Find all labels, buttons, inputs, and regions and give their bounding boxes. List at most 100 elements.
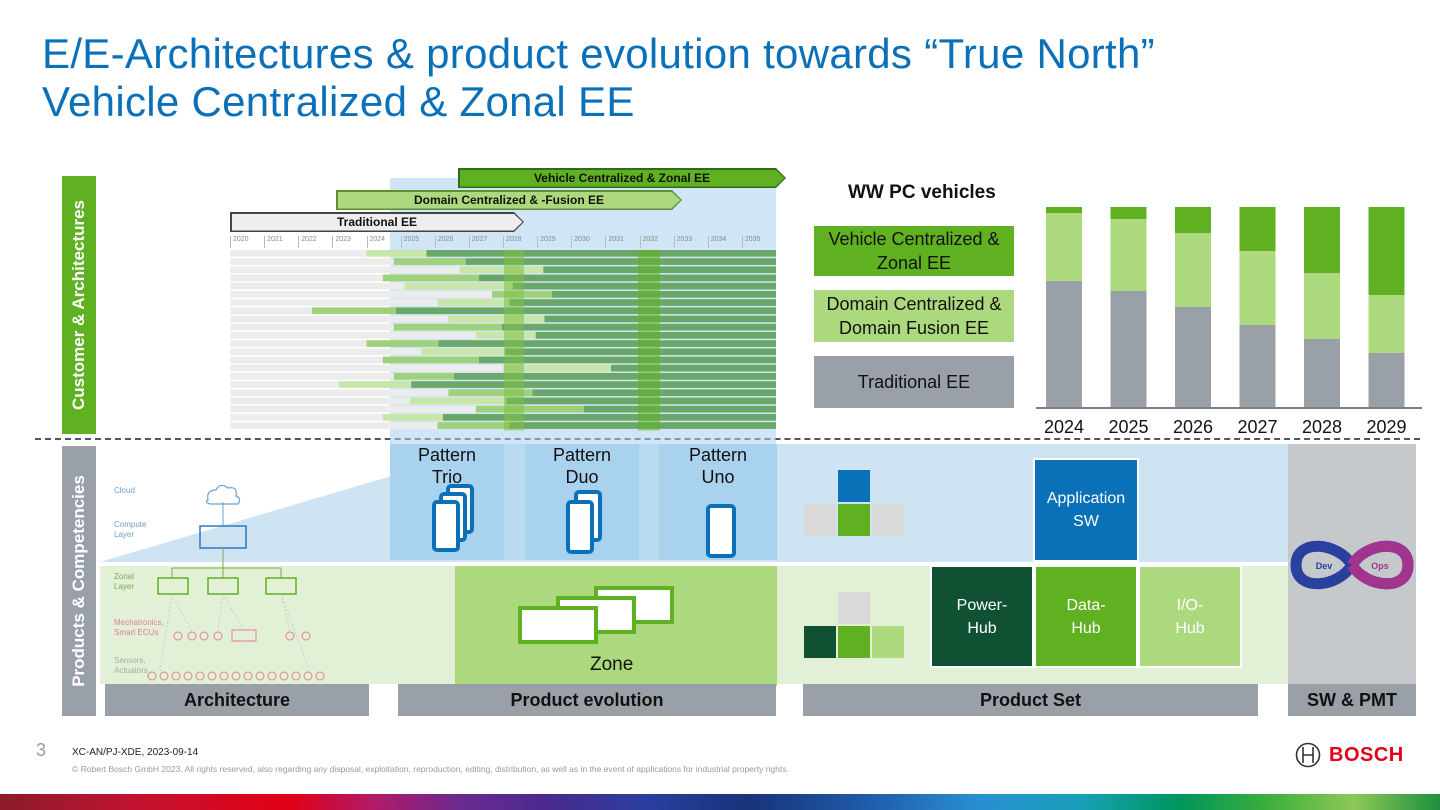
arch-compute-label: Compute Layer — [114, 520, 147, 539]
devops-dev-text: Dev — [1316, 561, 1333, 571]
phase-vehicle-label: Vehicle Centralized & Zonal EE — [533, 171, 711, 185]
bar-segment-traditional — [1110, 291, 1147, 407]
bar-segment-domain — [1046, 213, 1082, 281]
pattern-duo-line2: Duo — [565, 467, 599, 487]
phase-traditional-arrow: Traditional EE — [230, 212, 524, 232]
pattern-trio-line2: Trio — [431, 467, 463, 487]
timeline-year: 2020 — [230, 236, 264, 248]
bosch-logo: BOSCH — [1295, 742, 1404, 768]
timeline-year: 2024 — [366, 236, 401, 248]
phase-domain-arrow: Domain Centralized & -Fusion EE — [336, 190, 682, 210]
bar-segment-domain — [1368, 295, 1405, 353]
legend-domain-text: Domain Centralized & Domain Fusion EE — [826, 294, 1002, 338]
x-tick-label: 2024 — [1044, 417, 1084, 437]
gantt-bar-domain — [421, 348, 506, 356]
power-hub-label: Power-Hub — [956, 596, 1008, 637]
gantt-bar-domain — [410, 397, 507, 405]
customer-architectures-text: Customer & Architectures — [69, 199, 89, 411]
bar-segment-traditional — [1239, 325, 1276, 407]
bar-segment-vehicle — [1304, 207, 1340, 273]
arch-cloud-label: Cloud — [114, 486, 135, 495]
gantt-bars — [230, 250, 776, 431]
copyright: © Robert Bosch GmbH 2023. All rights res… — [72, 764, 789, 774]
gantt-highlight-column — [504, 250, 524, 431]
gantt-bar-domain — [475, 405, 584, 413]
gantt-bar-vehicle — [611, 364, 776, 372]
title-line-1: E/E-Architectures & product evolution to… — [42, 30, 1155, 77]
gantt-bar-domain — [448, 315, 545, 323]
gantt-bar-domain — [382, 356, 479, 364]
gantt-bar-domain — [459, 266, 544, 274]
gantt-bar-domain — [393, 373, 454, 380]
data-hub-box: Data-Hub — [1034, 565, 1138, 668]
gantt-bar-vehicle — [442, 414, 776, 421]
bar-segment-domain — [1304, 273, 1340, 339]
phase-traditional-label: Traditional EE — [336, 215, 417, 229]
timeline-year: 2028 — [503, 236, 537, 248]
application-sw-box: Application SW — [1033, 458, 1139, 562]
architecture-diagram: Cloud Compute Layer Zonal Layer Mechatro… — [100, 444, 400, 684]
bar-sw-pmt-label: SW & PMT — [1307, 689, 1397, 710]
bar-sw-pmt: SW & PMT — [1288, 684, 1416, 716]
zone-tiles-icon — [804, 592, 904, 658]
timeline-year: 2021 — [264, 236, 298, 248]
gantt-bar-vehicle — [395, 307, 776, 315]
gantt-bar-vehicle — [411, 381, 776, 388]
x-tick-label: 2029 — [1366, 417, 1406, 437]
timeline-year: 2033 — [673, 236, 708, 248]
arch-mechatronics-label: Mechatronics, Smart ECUs — [114, 618, 164, 637]
io-hub-label: I/O-Hub — [1175, 596, 1205, 637]
pattern-duo-icon — [566, 490, 602, 554]
data-hub-label: Data-Hub — [1066, 596, 1106, 637]
bar-segment-traditional — [1304, 339, 1340, 407]
gantt-bar-domain — [448, 389, 533, 397]
devops-ops-text: Ops — [1371, 561, 1389, 571]
bar-segment-vehicle — [1110, 207, 1147, 219]
bar-segment-traditional — [1368, 353, 1405, 407]
zonal-node-icon — [207, 577, 239, 595]
devops-infinity-icon: Dev Ops — [1290, 540, 1414, 590]
bar-segment-vehicle — [1175, 207, 1211, 233]
pattern-uno-line2: Uno — [701, 467, 735, 487]
timeline-year: 2023 — [332, 236, 366, 248]
bar-segment-vehicle — [1046, 207, 1082, 213]
x-tick-label: 2027 — [1237, 417, 1277, 437]
page-title: E/E-Architectures & product evolution to… — [42, 30, 1155, 126]
timeline-year: 2032 — [639, 236, 674, 248]
gantt-bar-domain — [404, 282, 513, 290]
timeline-year: 2035 — [741, 236, 776, 248]
gantt-bar-vehicle — [478, 274, 776, 282]
compute-node-icon — [199, 525, 247, 549]
gantt-bar-vehicle — [465, 258, 776, 265]
timeline-year: 2026 — [434, 236, 469, 248]
gantt-bar-domain — [366, 340, 439, 347]
bar-product-set-label: Product Set — [979, 689, 1081, 710]
gantt-bar-domain — [393, 258, 466, 265]
bar-product-evolution-label: Product evolution — [510, 689, 664, 710]
legend-vehicle: Vehicle Centralized & Zonal EE — [814, 226, 1014, 276]
gantt-bar-vehicle — [438, 340, 776, 347]
zonal-node-icon — [157, 577, 189, 595]
gantt-bar-domain — [382, 414, 443, 421]
gantt-bar-domain — [503, 364, 611, 372]
gantt-bar-vehicle — [552, 291, 776, 298]
bar-architecture-label: Architecture — [183, 689, 291, 710]
title-line-2: Vehicle Centralized & Zonal EE — [42, 78, 635, 125]
pattern-trio-line1: Pattern — [417, 445, 477, 465]
bar-segment-traditional — [1046, 281, 1082, 407]
x-tick-label: 2025 — [1108, 417, 1148, 437]
gantt-bar-vehicle — [453, 373, 776, 380]
bar-segment-domain — [1110, 219, 1147, 291]
chart-title: WW PC vehicles — [848, 182, 996, 203]
pattern-duo-line1: Pattern — [552, 445, 612, 465]
legend-traditional: Traditional EE — [814, 356, 1014, 408]
bar-segment-traditional — [1175, 307, 1211, 407]
bar-segment-domain — [1239, 251, 1276, 325]
bar-product-set: Product Set — [803, 684, 1258, 716]
pattern-uno-icon — [706, 504, 736, 558]
arch-sensors-label: Sensors, Actuators — [114, 656, 148, 675]
bosch-wordmark: BOSCH — [1329, 743, 1404, 766]
